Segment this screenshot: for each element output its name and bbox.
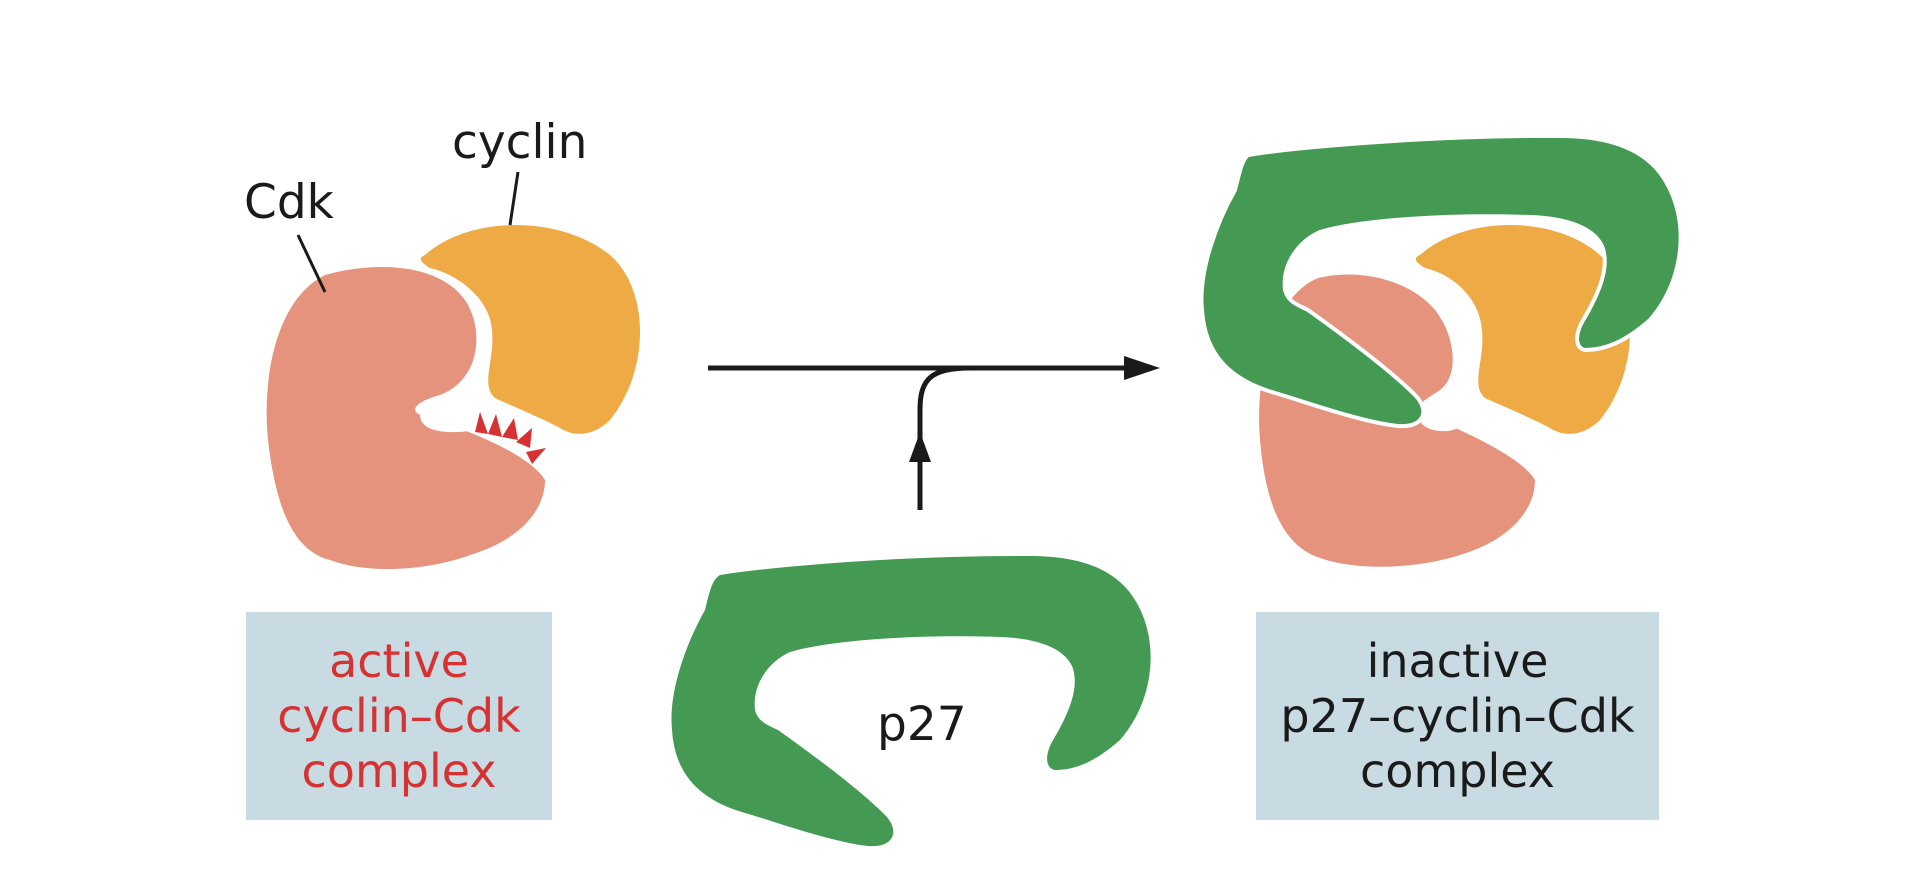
complex-p27-shape: [1199, 133, 1683, 429]
cdk-label: Cdk: [244, 175, 335, 230]
inactive-complex-line2: p27–cyclin–Cdk: [1280, 688, 1635, 743]
cdk-leader-line: [296, 234, 327, 293]
inhibitor-input-arrow-icon: [909, 365, 971, 510]
p27-label: p27: [877, 697, 967, 752]
active-complex-line1: active: [329, 633, 469, 688]
inactive-complex-line1: inactive: [1366, 633, 1549, 688]
cdk-protein-shape: [266, 267, 545, 570]
active-complex-label-box: active cyclin–Cdk complex: [246, 612, 552, 820]
active-site-mark: [488, 414, 502, 437]
active-site-mark: [475, 412, 488, 434]
inactive-complex-line3: complex: [1360, 743, 1555, 798]
p27-protein-shape: [671, 555, 1151, 847]
cyclin-label: cyclin: [452, 115, 587, 170]
cyclin-leader-line: [508, 171, 520, 226]
complex-cyclin-shape: [1415, 225, 1630, 434]
active-complex-line2: cyclin–Cdk: [277, 688, 521, 743]
active-site-mark: [516, 428, 532, 448]
active-complex-line3: complex: [301, 743, 497, 798]
inactive-complex-label-box: inactive p27–cyclin–Cdk complex: [1256, 612, 1659, 820]
complex-cdk-cleft-cut: [1418, 385, 1473, 432]
cyclin-protein-shape: [420, 225, 640, 434]
reaction-arrow-icon: [708, 356, 1160, 380]
inactive-complex-shapes: [1199, 133, 1683, 567]
active-cyclin-cdk-shapes: [266, 225, 640, 570]
active-site-marks: [475, 412, 546, 464]
cdk-cleft-cut: [420, 388, 491, 433]
active-site-mark: [502, 418, 518, 440]
active-site-mark: [526, 448, 546, 464]
